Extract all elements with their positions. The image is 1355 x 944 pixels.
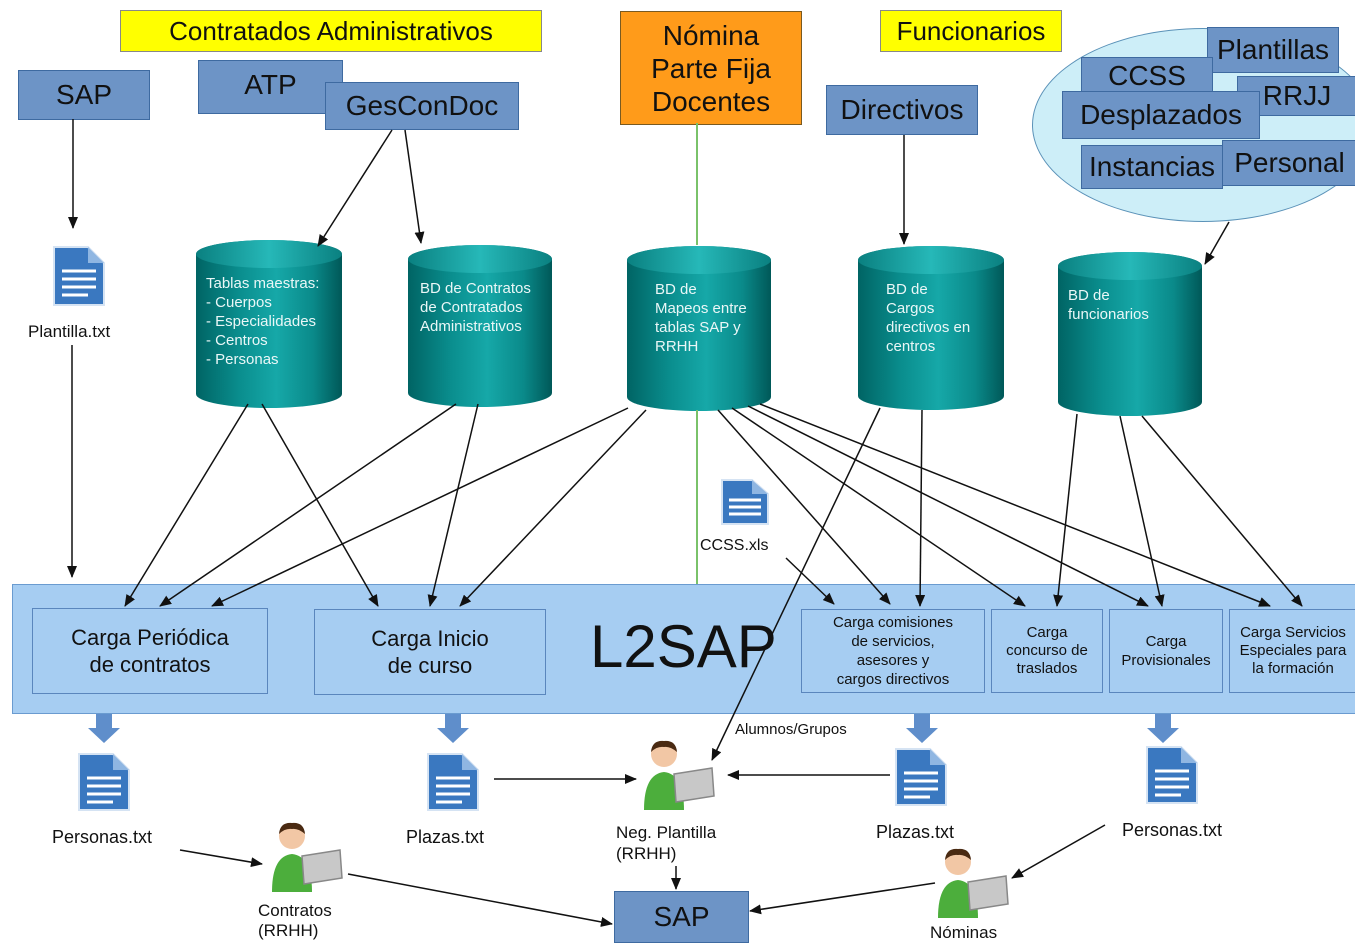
output-arrow-icon (906, 714, 938, 743)
db-mapeos: BD de Mapeos entre tablas SAP y RRHH (627, 246, 771, 411)
plantilla-doc-icon (53, 246, 105, 306)
ccss-source: CCSS (1081, 57, 1213, 95)
neg-plantilla-label: Neg. Plantilla (RRHH) (616, 822, 716, 864)
header-contratados: Contratados Administrativos (120, 10, 542, 52)
tablas-to-inicio-arrow (261, 403, 379, 607)
mapeos-to-concurso-arrow (731, 407, 1026, 607)
neg-plantilla-line-1: Neg. Plantilla (616, 823, 717, 842)
personas-right-to-nominas-arrow (1011, 824, 1106, 879)
db-mapeos-label: BD de Mapeos entre tablas SAP y RRHH (655, 281, 747, 355)
contratos-to-periodica-arrow (159, 403, 457, 607)
personal-source: Personal (1222, 140, 1355, 186)
mapeos-to-servicios-arrow (759, 403, 1271, 607)
nomina-line-1: Nómina (662, 19, 760, 51)
funcionarios-to-servicios-arrow (1141, 415, 1303, 607)
nominas-label: Nóminas (930, 923, 998, 942)
process-carga-servicios: Carga Servicios Especiales para la forma… (1229, 609, 1355, 693)
output-arrow-icon (1147, 714, 1179, 743)
l2sap-title: L2SAP (590, 613, 777, 680)
alumnos-grupos-label: Alumnos/Grupos (735, 721, 847, 738)
plazas-right-label: Plazas.txt (876, 822, 955, 842)
ccss-xls-icon (721, 479, 769, 525)
mapeos-to-inicio-arrow (459, 409, 647, 607)
process-carga-inicio: Carga Inicio de curso (314, 609, 546, 695)
atp-source: ATP (198, 60, 343, 114)
personas-doc-icon (1146, 746, 1198, 804)
plazas-mid-label: Plazas.txt (406, 827, 485, 847)
neg-plantilla-line-2: (RRHH) (616, 844, 677, 863)
plazas-doc-icon (895, 748, 947, 806)
output-arrow-icon (88, 714, 120, 743)
bubble-to-funcionarios-arrow (1204, 221, 1230, 265)
plazas-doc-icon (427, 753, 479, 811)
process-carga-comisiones: Carga comisiones de servicios, asesores … (801, 609, 985, 693)
contratos-rrhh-label: Contratos(RRHH) (258, 901, 332, 941)
process-carga-periodica: Carga Periódica de contratos (32, 608, 268, 694)
contratos-to-inicio-arrow (427, 403, 479, 607)
tablas-to-periodica-arrow (124, 403, 249, 607)
sap-target: SAP (614, 891, 749, 943)
gescondoc-to-tablas-arrow (317, 129, 393, 247)
db-funcionarios: BD de funcionarios (1058, 252, 1202, 416)
instancias-source: Instancias (1081, 145, 1223, 189)
header-funcionarios: Funcionarios (880, 10, 1062, 52)
personas-to-contratos-arrow (179, 849, 263, 868)
mapeos-to-periodica-arrow (211, 407, 629, 607)
personas-right-label: Personas.txt (1122, 820, 1223, 840)
nomina-line-3: Docentes (651, 85, 771, 117)
funcionarios-to-provisionales-arrow (1119, 415, 1165, 607)
mapeos-to-provisionales-arrow (747, 405, 1149, 607)
contratos-to-sap-arrow (347, 873, 613, 927)
sap-source: SAP (18, 70, 150, 120)
ccss-file-label: CCSS.xls (700, 537, 769, 554)
contratos-line-1: Contratos (258, 901, 332, 920)
process-carga-provisionales: Carga Provisionales (1109, 609, 1223, 693)
funcionarios-to-concurso-arrow (1053, 413, 1078, 607)
personas-doc-icon (78, 753, 130, 811)
neg-plantilla-person-icon (644, 740, 715, 810)
nominas-person-icon (938, 848, 1009, 918)
output-arrow-icon (437, 714, 469, 743)
plantilla-file-label: Plantilla.txt (28, 322, 111, 341)
db-contratos-label: BD de Contratos de Contratados Administr… (420, 280, 531, 335)
gescondoc-source: GesConDoc (325, 82, 519, 130)
db-contratos: BD de Contratos de Contratados Administr… (408, 245, 552, 407)
db-tablas-maestras: Tablas maestras: - Cuerpos - Especialida… (196, 240, 342, 408)
contratos-line-2: (RRHH) (258, 921, 319, 940)
nominas-to-sap-arrow (749, 882, 936, 915)
db-tablas-maestras-label: Tablas maestras: - Cuerpos - Especialida… (206, 275, 320, 368)
db-funcionarios-label: BD de funcionarios (1068, 287, 1149, 323)
process-carga-concurso: Carga concurso de traslados (991, 609, 1103, 693)
contratos-person-icon (272, 822, 343, 892)
db-cargos: BD de Cargos directivos en centros (858, 246, 1004, 410)
plantillas-source: Plantillas (1207, 27, 1339, 73)
personas-left-label: Personas.txt (52, 827, 153, 847)
cargos-to-comisiones-arrow (915, 409, 926, 607)
directivos-source: Directivos (826, 85, 978, 135)
gescondoc-to-contratos-arrow (404, 129, 425, 244)
db-cargos-label: BD de Cargos directivos en centros (886, 281, 971, 355)
nomina-line-2: Parte Fija (651, 52, 771, 84)
desplazados-source: Desplazados (1062, 91, 1260, 139)
header-nomina: Nómina Parte Fija Docentes (620, 11, 802, 125)
